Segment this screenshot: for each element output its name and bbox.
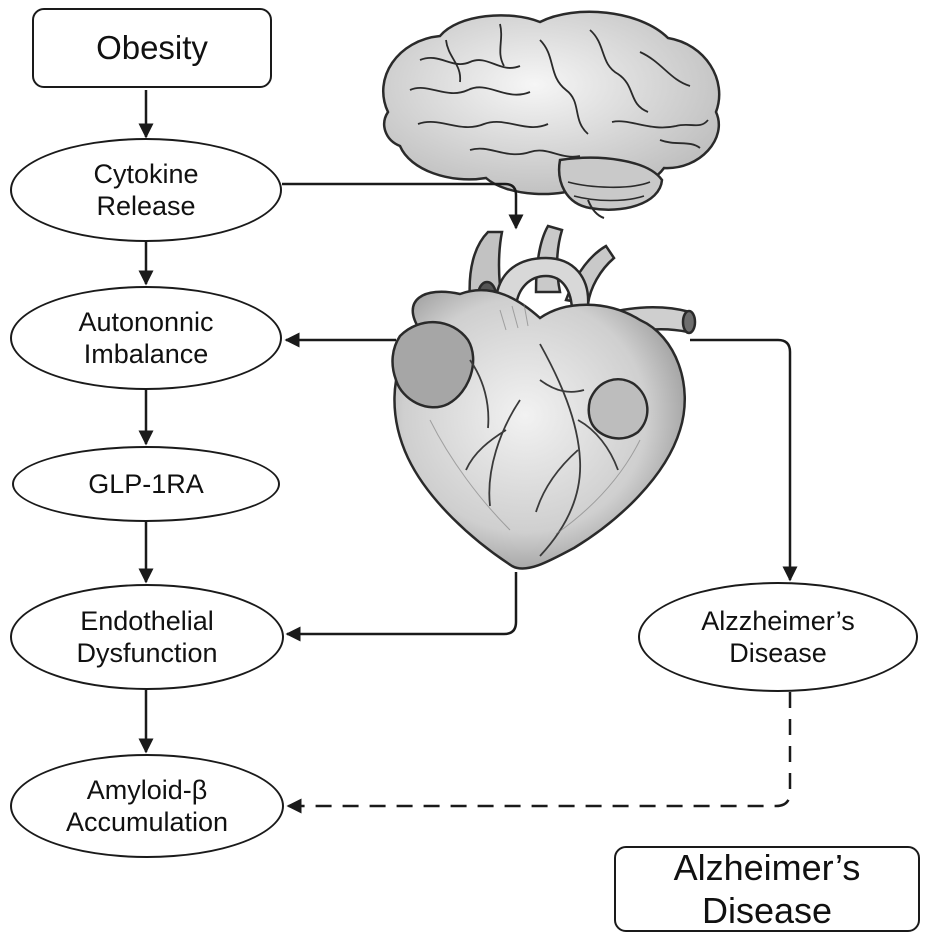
- cytokine-release-label-line1: Cytokine: [93, 158, 198, 190]
- alzheimers-box-label-line1: Alzheimer’s: [674, 846, 861, 889]
- alzheimers-box-label-line2: Disease: [702, 889, 832, 932]
- autonomic-imbalance-label-line1: Autononnic: [78, 306, 213, 338]
- brain-illustration: [383, 12, 719, 218]
- endothelial-dysfunction-label-line2: Dysfunction: [76, 637, 217, 669]
- autonomic-imbalance-label-line2: Imbalance: [84, 338, 209, 370]
- amyloid-accumulation-node: Amyloid-β Accumulation: [10, 754, 284, 858]
- endothelial-dysfunction-label-line1: Endothelial: [80, 605, 214, 637]
- cytokine-release-node: Cytokine Release: [10, 138, 282, 242]
- heart-illustration: [393, 226, 695, 569]
- cytokine-release-label-line2: Release: [96, 190, 195, 222]
- glp1ra-label: GLP-1RA: [88, 468, 204, 500]
- obesity-box: Obesity: [32, 8, 272, 88]
- obesity-label: Obesity: [96, 28, 208, 68]
- amyloid-accumulation-label-line2: Accumulation: [66, 806, 228, 838]
- alzheimers-oval-label-line2: Disease: [729, 637, 827, 669]
- alzheimers-disease-oval: Alzzheimer’s Disease: [638, 582, 918, 692]
- autonomic-imbalance-node: Autononnic Imbalance: [10, 286, 282, 390]
- alzheimers-oval-label-line1: Alzzheimer’s: [701, 605, 855, 637]
- endothelial-dysfunction-node: Endothelial Dysfunction: [10, 584, 284, 690]
- glp1ra-node: GLP-1RA: [12, 446, 280, 522]
- amyloid-accumulation-label-line1: Amyloid-β: [87, 774, 208, 806]
- alzheimers-disease-box: Alzheimer’s Disease: [614, 846, 920, 932]
